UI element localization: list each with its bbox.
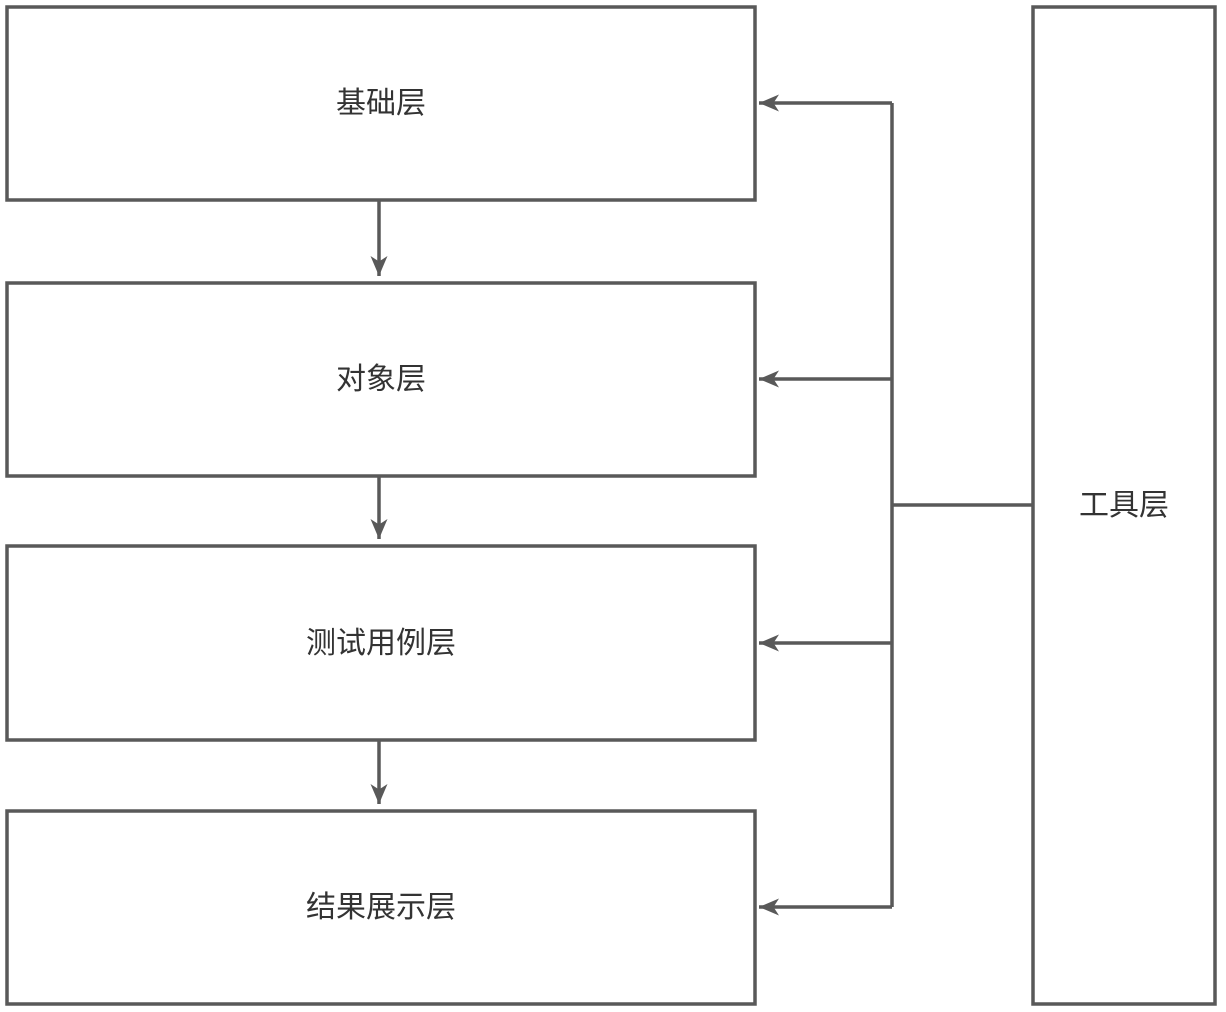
object-layer-label: 对象层 — [336, 363, 426, 396]
testcase-layer-label: 测试用例层 — [306, 627, 456, 660]
node-testcase-layer: 测试用例层 — [5, 544, 757, 742]
node-object-layer: 对象层 — [5, 281, 757, 478]
node-tool-layer: 工具层 — [1031, 5, 1217, 1006]
result-layer-label: 结果展示层 — [306, 891, 456, 924]
object-layer-box — [5, 281, 757, 478]
base-layer-label: 基础层 — [336, 87, 426, 120]
result-layer-box — [5, 809, 757, 1006]
testcase-layer-box — [5, 544, 757, 742]
base-layer-box — [5, 5, 757, 202]
tool-layer-box — [1031, 5, 1217, 1006]
tool-layer-label: 工具层 — [1079, 489, 1169, 522]
node-result-layer: 结果展示层 — [5, 809, 757, 1006]
node-base-layer: 基础层 — [5, 5, 757, 202]
